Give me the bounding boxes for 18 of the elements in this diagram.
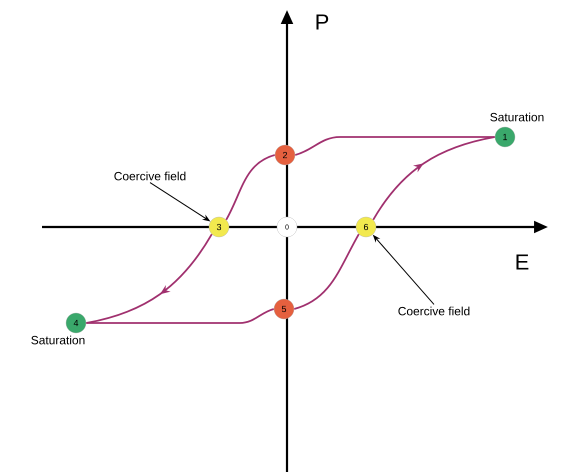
numbered-point: 2 xyxy=(274,144,296,166)
curve-segment xyxy=(86,308,274,324)
curve-segment xyxy=(86,234,213,324)
point-label: Saturation xyxy=(490,112,544,122)
numbered-point: 6 xyxy=(356,216,376,238)
numbered-point: 4 xyxy=(66,312,86,334)
numbered-point: 5 xyxy=(274,298,294,320)
axis-label: P xyxy=(316,14,328,30)
callout-text: Coercive field xyxy=(114,172,186,180)
callout-text: Coercive field xyxy=(398,306,470,316)
point-label: Saturation xyxy=(31,336,84,344)
axis-label: E xyxy=(516,254,528,270)
numbered-point: 1 xyxy=(494,126,516,148)
numbered-point: 3 xyxy=(208,216,230,238)
curve-segment xyxy=(225,154,276,220)
curve-segment xyxy=(372,136,495,220)
curve-segment xyxy=(294,136,495,156)
curve-segment xyxy=(294,234,360,310)
